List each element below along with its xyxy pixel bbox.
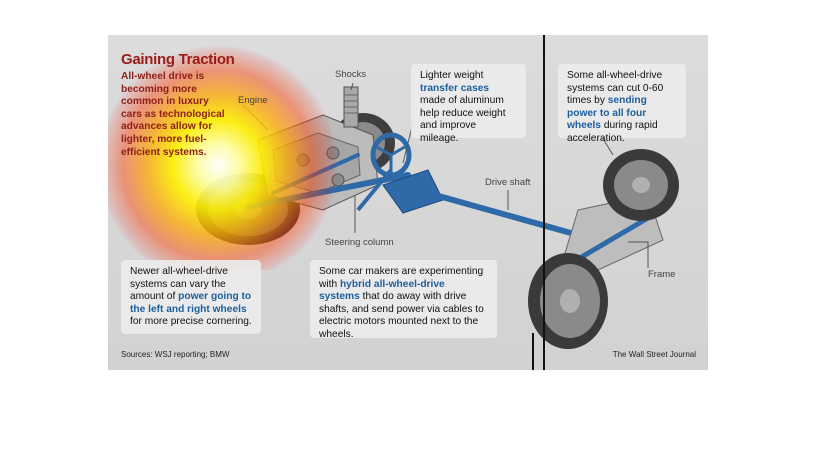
callout-text: during rapid acceleration. xyxy=(567,120,658,144)
shock-absorber xyxy=(343,86,359,128)
drive-shaft xyxy=(425,190,581,238)
sources-note: Sources: WSJ reporting; BMW xyxy=(121,350,230,359)
callout-four-wheels: Some all-wheel-drive systems can cut 0-6… xyxy=(558,64,686,144)
credit-note: The Wall Street Journal xyxy=(612,350,696,359)
callout-text: that do away with drive shafts, and send… xyxy=(319,291,484,340)
steering-column-shaft xyxy=(356,168,393,212)
divider-line xyxy=(543,35,545,370)
infographic: Gaining Traction All-wheel drive is beco… xyxy=(108,35,708,370)
callout-text: Some all-wheel-drive systems can cut 0-6… xyxy=(567,70,664,107)
callout-left-right-wheels: Newer all-wheel-drive systems can vary t… xyxy=(121,260,261,334)
intro-text: All-wheel drive is becoming more common … xyxy=(121,71,225,158)
callout-text: for more precise cornering. xyxy=(130,316,252,328)
callout-highlight: hybrid all-wheel-drive systems xyxy=(319,278,445,303)
rear-left-wheel xyxy=(528,253,608,349)
callout-highlight: power going to the left and right wheels xyxy=(130,291,252,315)
label-frame: Frame xyxy=(648,269,676,280)
callout-text: Newer all-wheel-drive systems can vary t… xyxy=(130,266,228,303)
label-drive-shaft: Drive shaft xyxy=(485,177,531,188)
callout-transfer-cases: Lighter weight transfer cases made of al… xyxy=(411,64,526,144)
callout-text: Some car makers are experimenting with xyxy=(319,266,484,290)
callout-text: Lighter weight xyxy=(420,70,484,81)
label-steering-column: Steering column xyxy=(325,237,394,248)
label-shocks: Shocks xyxy=(335,69,367,80)
callout-hybrid-systems: Some car makers are experimenting with h… xyxy=(310,260,497,340)
rear-right-wheel xyxy=(603,149,679,221)
callout-highlight: transfer cases xyxy=(420,82,490,94)
graphic-title: Gaining Traction xyxy=(121,51,235,68)
callout-highlight: sending power to all four wheels xyxy=(567,95,647,132)
label-engine: Engine xyxy=(238,95,268,106)
divider-line-short xyxy=(532,333,534,370)
callout-text: made of aluminum help reduce weight and … xyxy=(420,95,506,144)
